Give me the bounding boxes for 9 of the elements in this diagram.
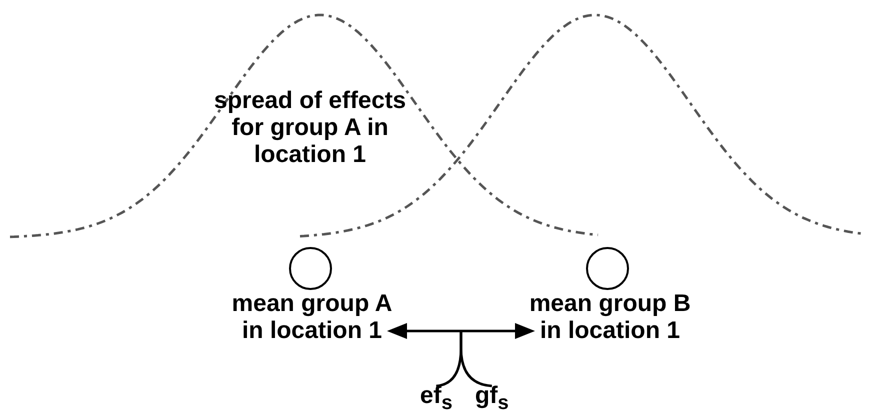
double-arrow bbox=[387, 323, 535, 339]
mean-label: mean group B in location 1 bbox=[525, 290, 695, 344]
connector-line bbox=[460, 331, 492, 388]
symbol-label: gf$_{s}$ bbox=[475, 382, 509, 413]
mean-label: mean group A in location 1 bbox=[227, 290, 397, 344]
symbol-label: ef$_{s}$ bbox=[420, 382, 452, 413]
circle-marker bbox=[289, 247, 332, 290]
annotation-text: spread of effects for group A in location 1 bbox=[212, 87, 408, 168]
circle-marker bbox=[586, 247, 629, 290]
